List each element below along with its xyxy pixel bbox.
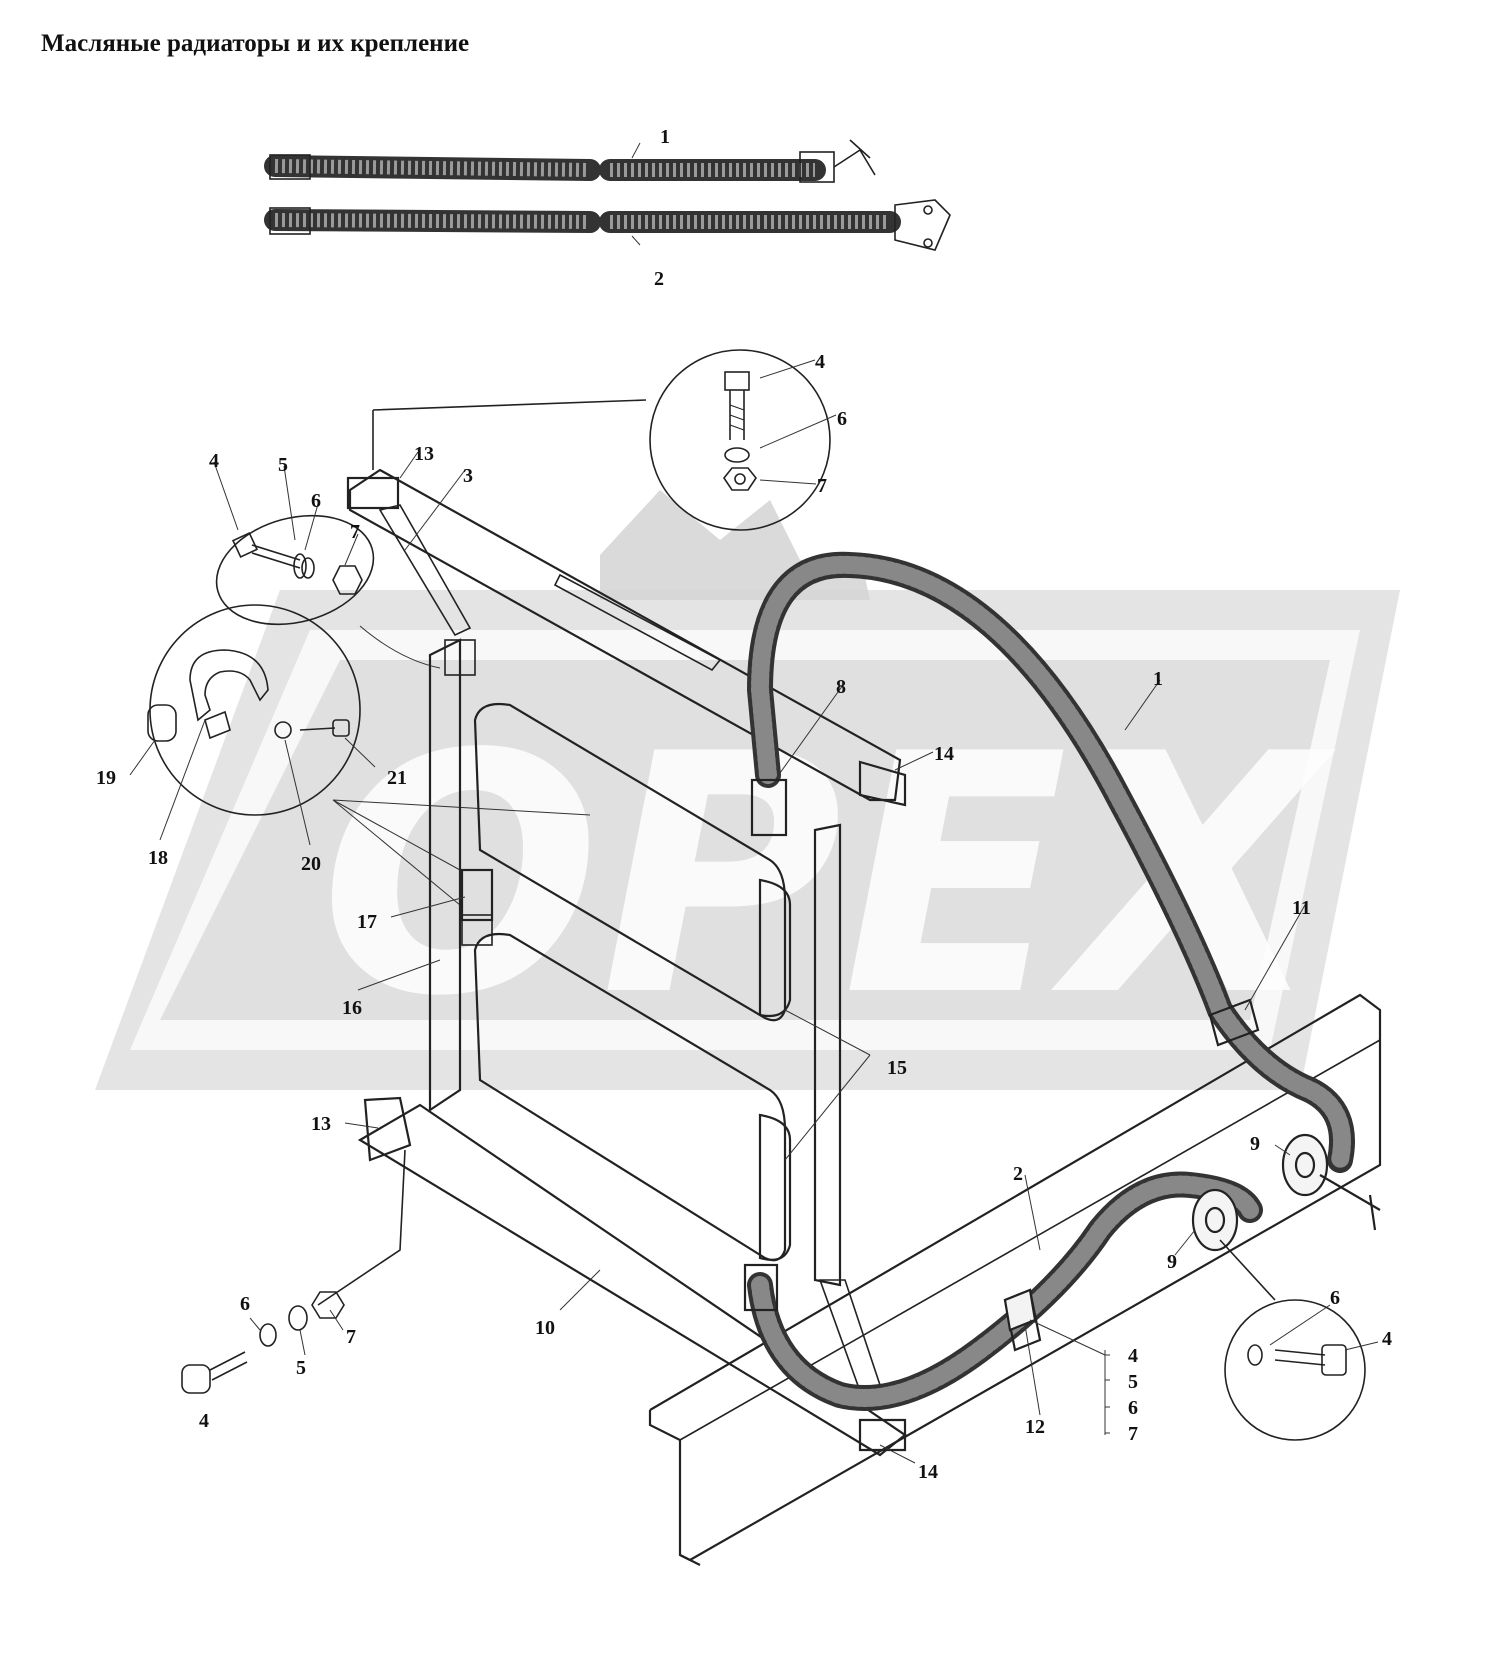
callout-11: 11 — [1292, 897, 1311, 919]
hose-1 — [746, 551, 1355, 1173]
detail-circle-top — [372, 349, 831, 531]
callout-6-right: 6 — [1330, 1287, 1340, 1309]
lower-fasteners — [181, 1149, 406, 1394]
callout-7-lower: 7 — [346, 1326, 356, 1348]
detail-circle-right — [1219, 1239, 1366, 1441]
callout-5-left: 5 — [278, 454, 288, 476]
callout-6-circle: 6 — [837, 408, 847, 430]
callout-list-7: 7 — [1128, 1423, 1138, 1445]
callout-13-bottom: 13 — [311, 1113, 331, 1135]
callout-16: 16 — [342, 997, 362, 1019]
callout-18: 18 — [148, 847, 168, 869]
callout-labels: 1 2 4 6 7 4 5 6 7 13 3 8 1 14 19 18 20 2… — [96, 126, 1392, 1483]
hose-1-detail — [264, 139, 876, 183]
callout-3: 3 — [463, 465, 473, 487]
callout-1-main: 1 — [1153, 668, 1163, 690]
flange-middle — [1191, 1188, 1239, 1252]
callout-14-top: 14 — [934, 743, 954, 765]
callout-20: 20 — [301, 853, 321, 875]
hose-2 — [743, 1171, 1263, 1411]
callout-9-mid: 9 — [1167, 1251, 1177, 1273]
hose-2-detail — [264, 199, 951, 251]
callout-1-top: 1 — [660, 126, 670, 148]
callout-4-right: 4 — [1382, 1328, 1392, 1350]
bolt-icon — [724, 371, 750, 440]
callout-list-4: 4 — [1128, 1345, 1138, 1367]
callout-6-left: 6 — [311, 490, 321, 512]
nut-icon — [723, 467, 757, 491]
callout-6-lower: 6 — [240, 1293, 250, 1315]
callout-17: 17 — [357, 911, 377, 933]
callout-4-circle: 4 — [815, 351, 825, 373]
detail-circle-clamp — [147, 604, 361, 816]
callout-12: 12 — [1025, 1416, 1045, 1438]
page-title: Масляные радиаторы и их крепление — [41, 30, 470, 57]
callout-2-main: 2 — [1013, 1163, 1023, 1185]
callout-4-left: 4 — [209, 450, 219, 472]
callout-14-bottom: 14 — [918, 1461, 938, 1483]
callout-13-top: 13 — [414, 443, 434, 465]
callout-2-top: 2 — [654, 268, 664, 290]
callout-9-right: 9 — [1250, 1133, 1260, 1155]
callout-4-lower: 4 — [199, 1410, 209, 1432]
callout-19: 19 — [96, 767, 116, 789]
callout-7-circle: 7 — [817, 475, 827, 497]
watermark-text: OPEX — [320, 684, 1336, 1068]
clip-12 — [1003, 1288, 1037, 1332]
callout-list-5: 5 — [1128, 1371, 1138, 1393]
callout-8: 8 — [836, 676, 846, 698]
washer-icon — [724, 447, 750, 463]
callout-10: 10 — [535, 1317, 555, 1339]
callout-21: 21 — [387, 767, 407, 789]
callout-5-lower: 5 — [296, 1357, 306, 1379]
callout-15: 15 — [887, 1057, 907, 1079]
flange-right — [1281, 1133, 1381, 1231]
callout-7-left: 7 — [350, 521, 360, 543]
callout-list-6: 6 — [1128, 1397, 1138, 1419]
